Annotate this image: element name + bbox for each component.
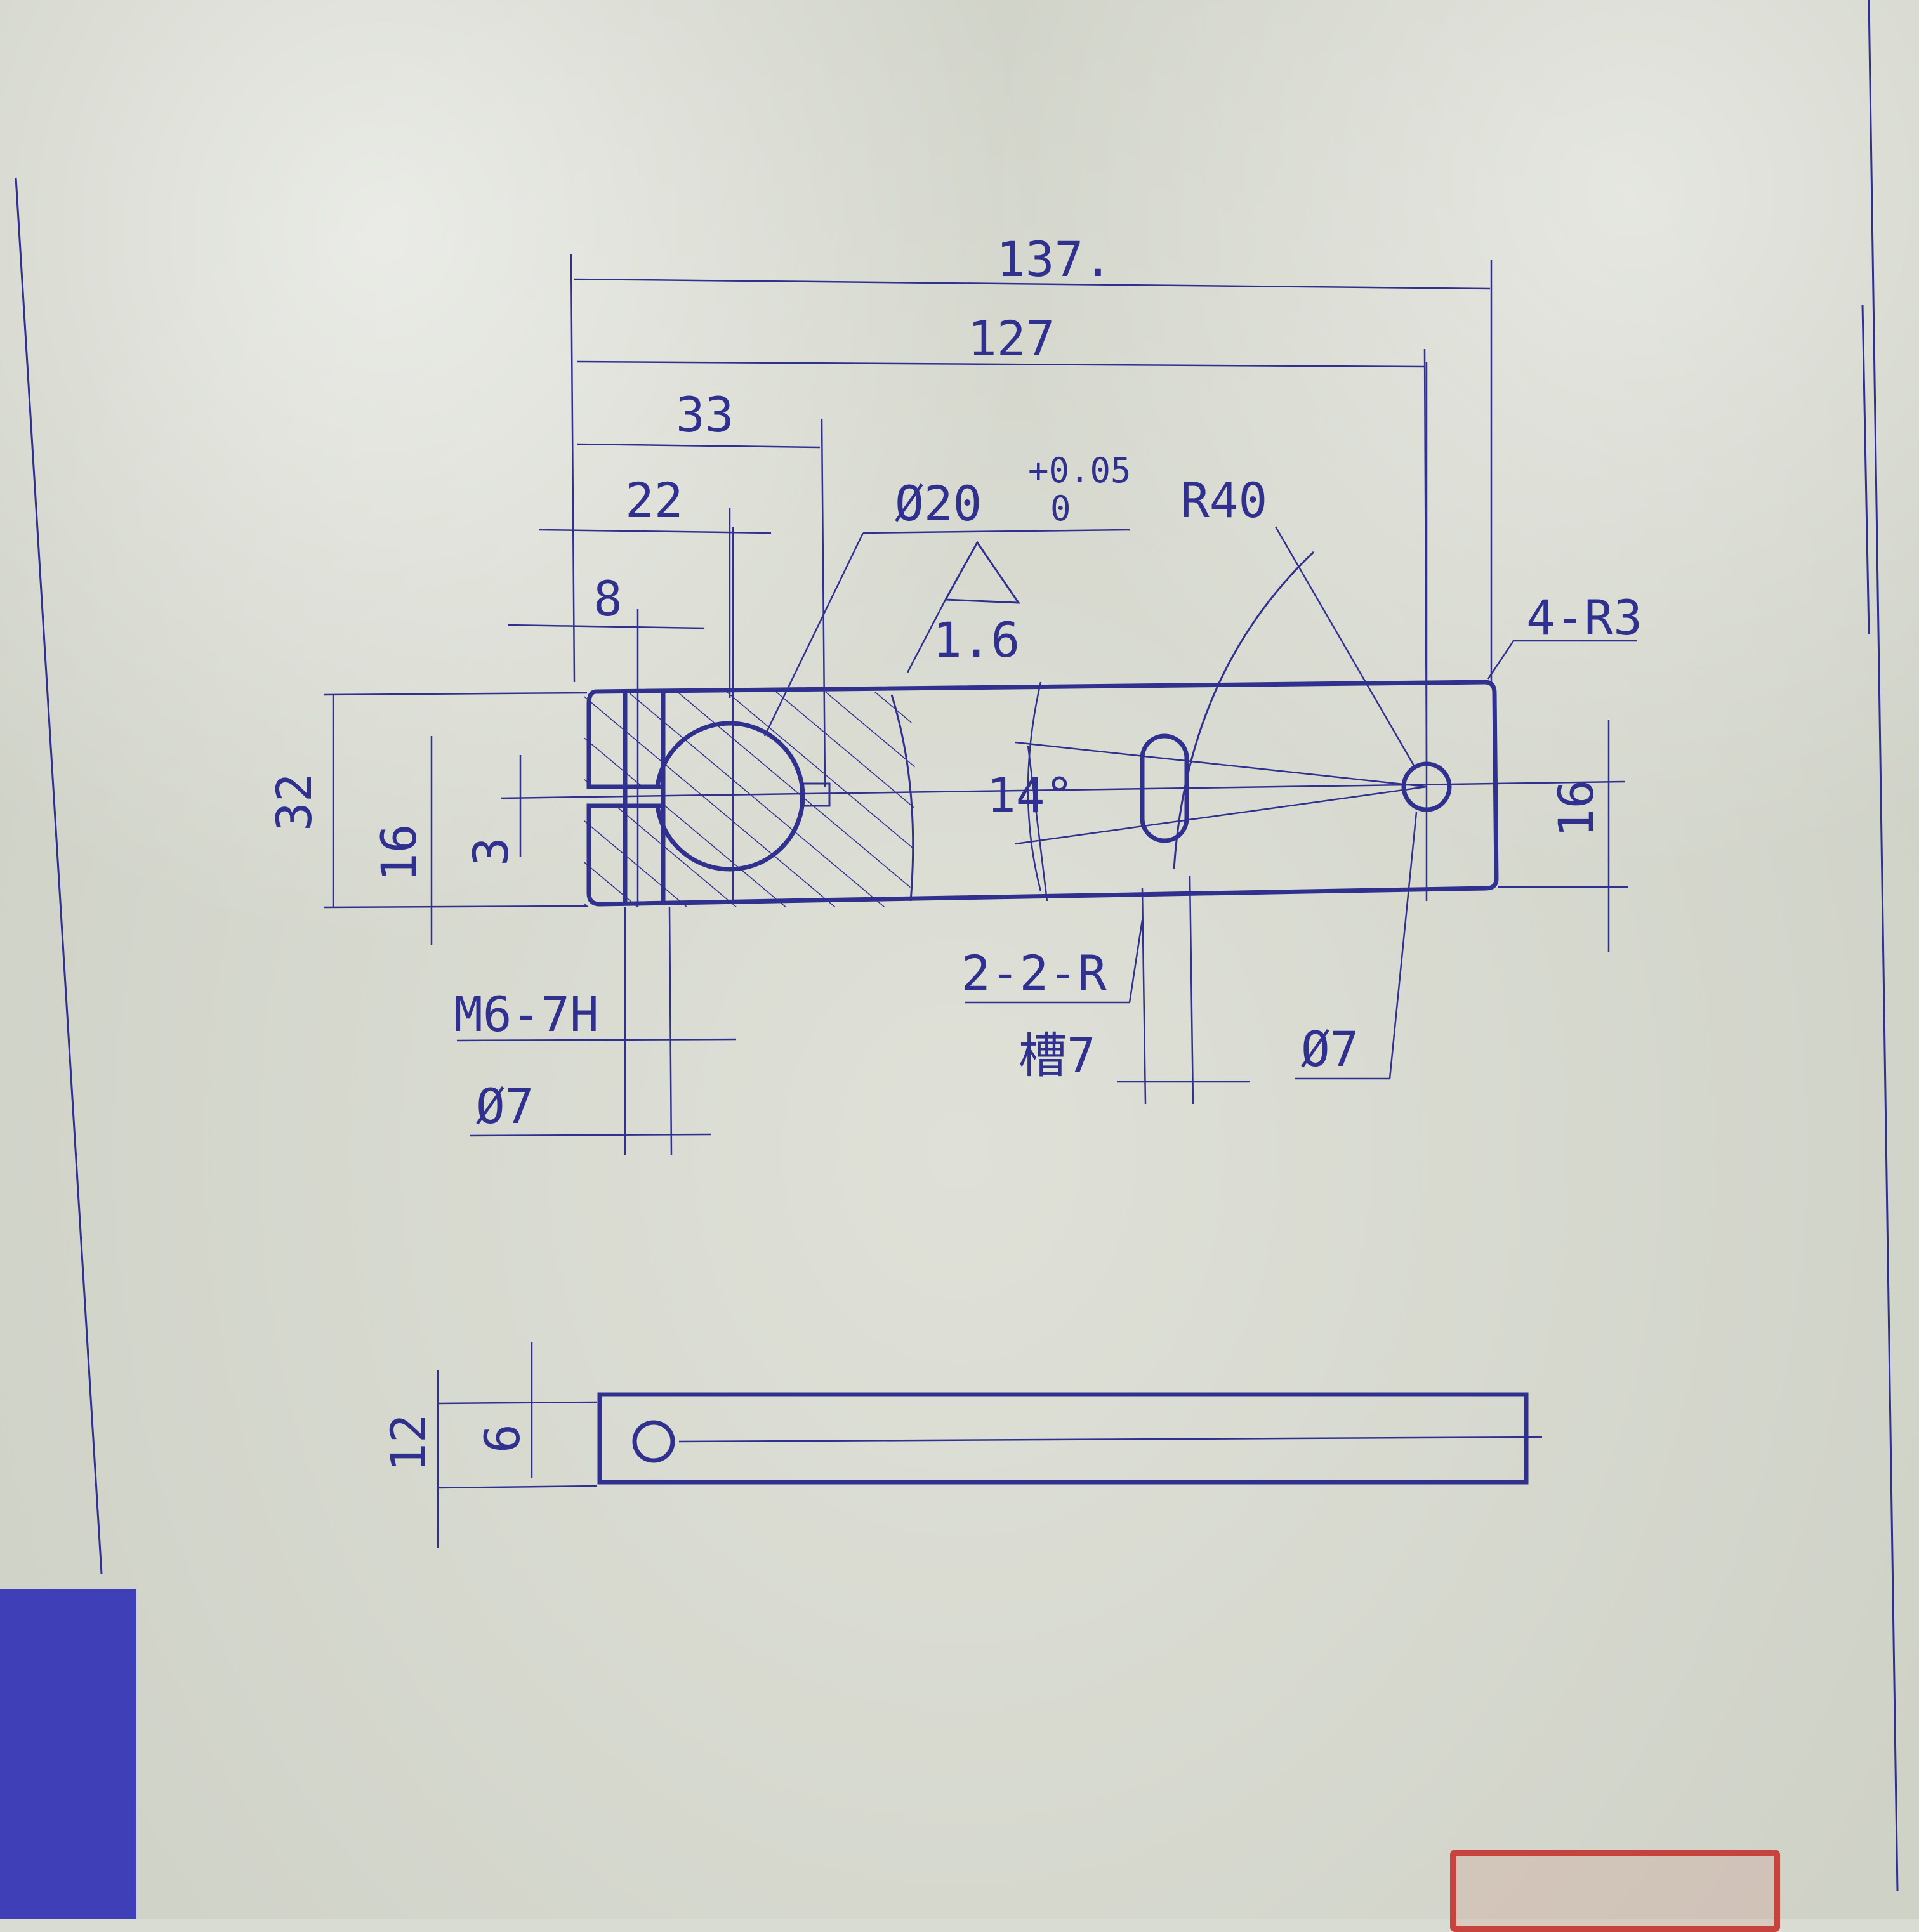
front-view	[501, 362, 1625, 907]
roughness-label: 1.6	[933, 612, 1020, 668]
bore-callout: Ø20 +0.05 0 1.6	[763, 450, 1131, 737]
clamp-hole-label: Ø7	[476, 1078, 534, 1134]
blue-tape	[0, 1589, 136, 1919]
r40-arc	[1173, 551, 1315, 870]
left-dimensions: 32 16 3	[266, 692, 588, 945]
dim-half-thickness: 6	[474, 1424, 531, 1453]
dim-height: 32	[266, 773, 322, 831]
bore-diameter-label: Ø20	[895, 475, 982, 532]
red-stamp	[1450, 1850, 1780, 1932]
r40-callout: R40	[1180, 472, 1416, 768]
dim-thickness: 12	[380, 1414, 437, 1472]
tolerance-lower: 0	[1050, 489, 1071, 529]
arc-radius-label: R40	[1180, 472, 1267, 529]
dim-overall-length: 137.	[996, 231, 1112, 287]
top-dimensions: 137. 127 33 22 8	[507, 231, 1493, 907]
body-outline	[586, 680, 1499, 907]
dim-bore-center: 22	[625, 472, 683, 529]
side-view-hole	[632, 1420, 675, 1463]
pivot-hole-label: Ø7	[1301, 1021, 1359, 1077]
right-dimensions: 16	[1498, 720, 1628, 952]
corner-radius-callout: 4-R3	[1487, 589, 1642, 680]
sheet-border	[15, 0, 1899, 1891]
corner-radius-label: 4-R3	[1526, 589, 1642, 646]
dim-split-gap: 3	[463, 837, 519, 866]
tolerance-upper: +0.05	[1028, 450, 1131, 490]
angle-label: 14°	[987, 767, 1074, 824]
dim-slot-offset: 8	[593, 570, 623, 627]
slot-ends-label: 2-2-R	[961, 945, 1107, 1001]
dim-hole-span: 127	[968, 310, 1055, 367]
thread-label: M6-7H	[454, 986, 599, 1042]
bottom-callouts: 2-2-R 槽7 Ø7 M6-7H Ø7	[454, 812, 1418, 1155]
keyway	[800, 782, 831, 807]
dim-right-half-height: 16	[1548, 779, 1604, 838]
side-view: 12 6	[380, 1342, 1543, 1548]
slot-width-label: 槽7	[1019, 1027, 1096, 1084]
angle-callout: 14°	[987, 681, 1074, 892]
dim-keyway-depth: 33	[676, 386, 734, 443]
dim-half-height: 16	[371, 824, 427, 882]
side-view-outline	[597, 1392, 1529, 1485]
